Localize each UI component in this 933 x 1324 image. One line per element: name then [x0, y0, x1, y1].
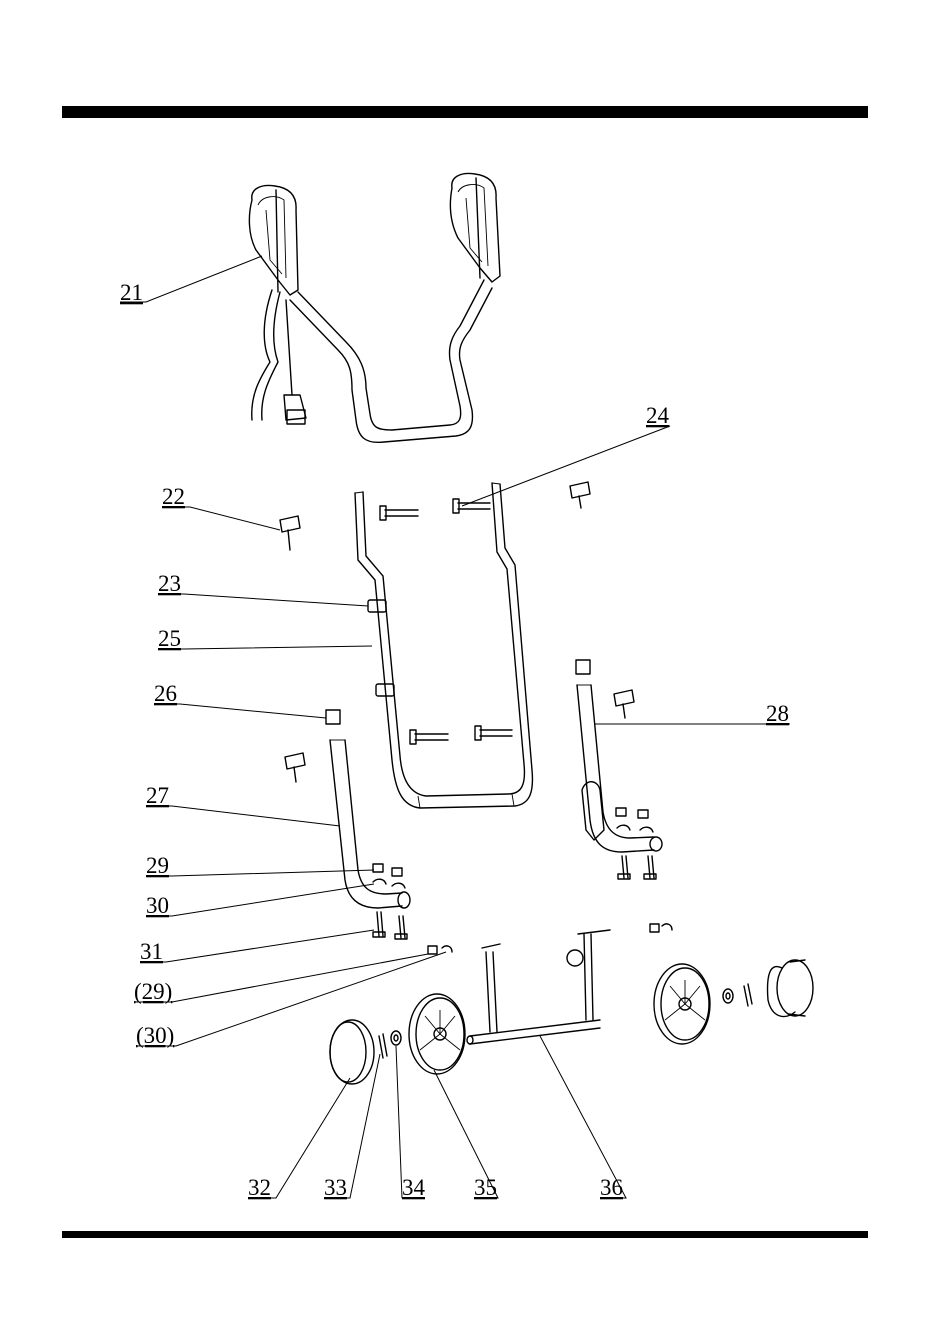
bottom-rule	[62, 1231, 868, 1238]
part-26-caps	[326, 660, 590, 724]
part-29-30-31-fasteners	[373, 808, 672, 954]
callout-30: 30	[146, 893, 169, 918]
callout-21: 21	[120, 280, 143, 305]
callout-27: 27	[146, 783, 169, 808]
part-33-34-pin-washer	[379, 984, 752, 1058]
callout-30-repeat: (30)	[136, 1023, 174, 1048]
callout-33: 33	[324, 1175, 347, 1200]
callout-29-repeat: (29)	[134, 979, 172, 1004]
callout-28: 28	[766, 701, 789, 726]
callout-36: 36	[600, 1175, 623, 1200]
part-25-lower-handle-frame	[355, 483, 532, 808]
top-rule	[62, 106, 868, 118]
callout-24: 24	[646, 403, 670, 428]
part-35-wheel-right	[654, 964, 710, 1044]
part-28-right-leg	[577, 685, 662, 852]
callout-34: 34	[402, 1175, 426, 1200]
callout-29: 29	[146, 853, 169, 878]
callout-32: 32	[248, 1175, 271, 1200]
callout-31: 31	[140, 939, 163, 964]
part-35-wheel-left	[409, 994, 465, 1074]
part-32-hubcap	[330, 960, 813, 1084]
callout-35: 35	[474, 1175, 497, 1200]
callout-26: 26	[154, 681, 177, 706]
part-24-bolts	[380, 499, 512, 744]
part-36-axle	[467, 930, 610, 1044]
callout-25: 25	[158, 626, 181, 651]
part-22-knob	[280, 482, 634, 782]
callout-22: 22	[162, 484, 185, 509]
part-21-upper-handle	[249, 174, 500, 443]
callout-23: 23	[158, 571, 181, 596]
leader-lines	[120, 256, 790, 1198]
